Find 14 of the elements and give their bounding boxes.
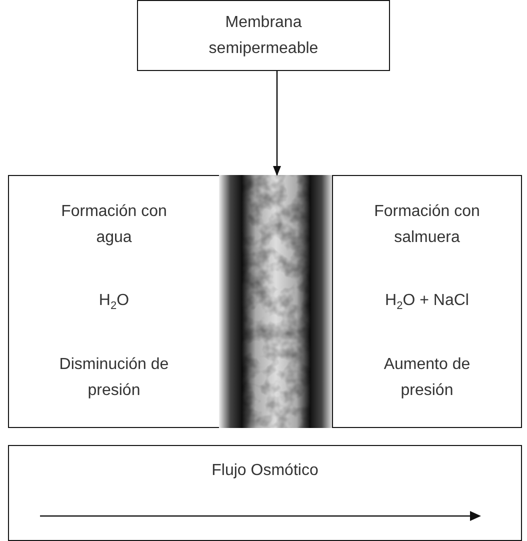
membrane-picture xyxy=(219,175,333,428)
label-text: H$_{2}$O xyxy=(98,291,130,314)
label-text: H$_{2}$O + NaCl xyxy=(385,291,469,314)
label-text: Formación con agua xyxy=(60,202,168,248)
label-text: Disminución de presión xyxy=(58,355,170,402)
label-box xyxy=(8,445,522,541)
label-box xyxy=(137,0,390,71)
panel-box xyxy=(8,175,220,428)
label-text: Aumento de presión xyxy=(382,355,472,402)
label-text: Flujo Osmótico xyxy=(212,461,318,481)
label-text: Membrana semipermeable xyxy=(208,12,320,58)
label-text: Formación con salmuera xyxy=(373,202,481,248)
panel-box xyxy=(332,175,522,428)
arrow xyxy=(273,71,281,176)
